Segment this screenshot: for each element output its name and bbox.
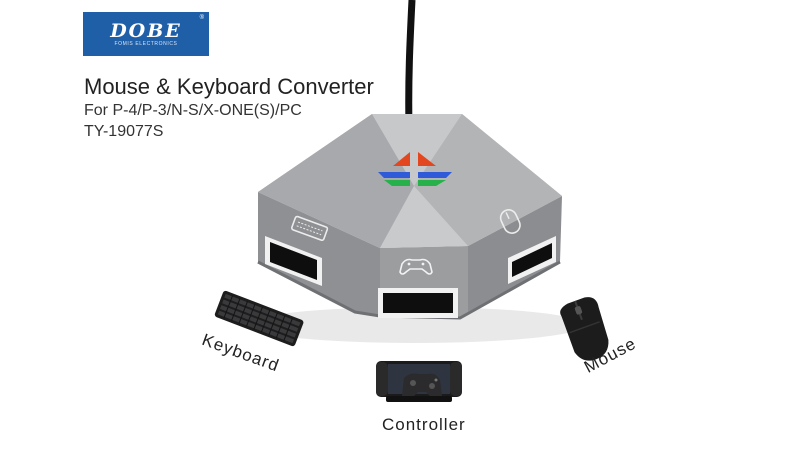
brand-tagline: FOMIS ELECTRONICS: [114, 40, 178, 47]
controller-port-icon: [399, 258, 433, 275]
hub-top-facet-back: [372, 114, 462, 186]
logo-arrow-red-right: [418, 152, 436, 166]
usb-cable: [405, 0, 416, 129]
usb-port-mouse: [508, 236, 556, 284]
keyboard-image: [214, 290, 304, 347]
hub-shadow: [245, 307, 585, 343]
logo-arrow-green: [384, 180, 446, 186]
dobe-logo: ® DOBE FOMIS ELECTRONICS: [83, 12, 209, 56]
product-title: Mouse & Keyboard Converter: [84, 74, 374, 99]
mouse-image: [560, 297, 609, 361]
hub-side-left: [258, 192, 380, 316]
logo-arrow-red-left: [393, 152, 410, 166]
logo-arrow-blue: [378, 172, 452, 178]
mouse-port-icon: [499, 209, 521, 234]
hub-top-facet-left: [258, 114, 414, 248]
hub-top-facet-front: [380, 186, 468, 248]
hub-top-facet-right: [414, 114, 562, 246]
keyboard-port-icon: [290, 215, 329, 242]
model-number: TY-19077S: [84, 123, 164, 140]
usb-port-keyboard: [265, 236, 322, 286]
registered-mark: ®: [199, 15, 204, 21]
controller-label: Controller: [382, 415, 466, 434]
brand-name: DOBE: [110, 19, 182, 42]
controller-image: [376, 361, 462, 402]
hub-side-right: [468, 196, 562, 312]
compatibility-text: For P-4/P-3/N-S/X-ONE(S)/PC: [84, 102, 302, 119]
converter-hub: [257, 114, 562, 320]
usb-port-controller: [378, 288, 458, 318]
